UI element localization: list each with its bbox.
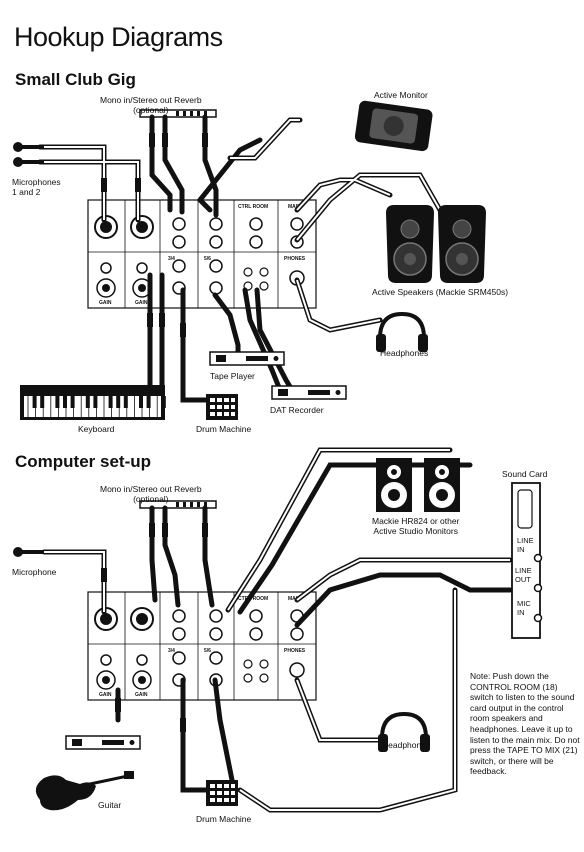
mixer-panel-1 (87, 199, 317, 309)
active-monitor-icon (354, 100, 433, 152)
label-dat-recorder: DAT Recorder (270, 405, 324, 415)
label-sound-card: Sound Card (502, 469, 548, 479)
sound-card-icon (511, 482, 543, 639)
label-active-speakers: Active Speakers (Mackie SRM450s) (372, 287, 509, 297)
label-headphones-1: Headphones (380, 348, 429, 358)
studio-monitor-right-icon (424, 458, 460, 512)
di-box-icon (65, 735, 141, 750)
label-active-monitor: Active Monitor (374, 90, 428, 100)
drum-machine-2-icon (206, 780, 238, 806)
page-title: Hookup Diagrams (14, 22, 223, 52)
label-microphone: Microphone (12, 567, 57, 577)
label-keyboard: Keyboard (78, 424, 115, 434)
setup-note: Note: Push down the CONTROL ROOM (18) sw… (470, 671, 580, 777)
drum-machine-1-icon (206, 394, 238, 420)
label-reverb-2: Mono in/Stereo out Reverb (optional) (100, 484, 202, 504)
label-studio-monitors: Mackie HR824 or other Active Studio Moni… (372, 516, 460, 536)
label-line-in: LINE IN (517, 536, 534, 554)
label-microphones: Microphones 1 and 2 (12, 177, 61, 197)
guitar-icon (35, 771, 134, 811)
reverb-unit-1 (139, 109, 217, 118)
label-mic-in: MIC IN (517, 599, 531, 617)
studio-monitor-left-icon (376, 458, 412, 512)
section-title-computer-setup: Computer set-up (15, 452, 151, 471)
label-headphones-2: Headphones (382, 740, 431, 750)
label-guitar: Guitar (98, 800, 122, 810)
active-speaker-right-icon (437, 204, 487, 284)
keyboard-icon (20, 385, 166, 420)
computer-setup-diagram (11, 447, 543, 813)
section-title-small-club-gig: Small Club Gig (15, 70, 136, 89)
microphone-2-icon (11, 155, 46, 169)
dat-recorder-icon (271, 385, 347, 400)
label-line-out: LINE OUT (515, 566, 532, 584)
small-club-gig-diagram (11, 100, 487, 420)
headphones-1-icon (374, 312, 430, 354)
label-drum-machine-2: Drum Machine (196, 814, 252, 824)
tape-player-icon (209, 351, 285, 366)
label-reverb-1: Mono in/Stereo out Reverb (optional) (100, 95, 202, 115)
microphone-3-icon (11, 545, 46, 559)
active-speaker-left-icon (385, 204, 435, 284)
label-tape-player: Tape Player (210, 371, 255, 381)
microphone-1-icon (11, 140, 46, 154)
label-drum-machine-1: Drum Machine (196, 424, 252, 434)
reverb-unit-2 (139, 500, 217, 509)
mixer-panel-2 (87, 591, 317, 701)
